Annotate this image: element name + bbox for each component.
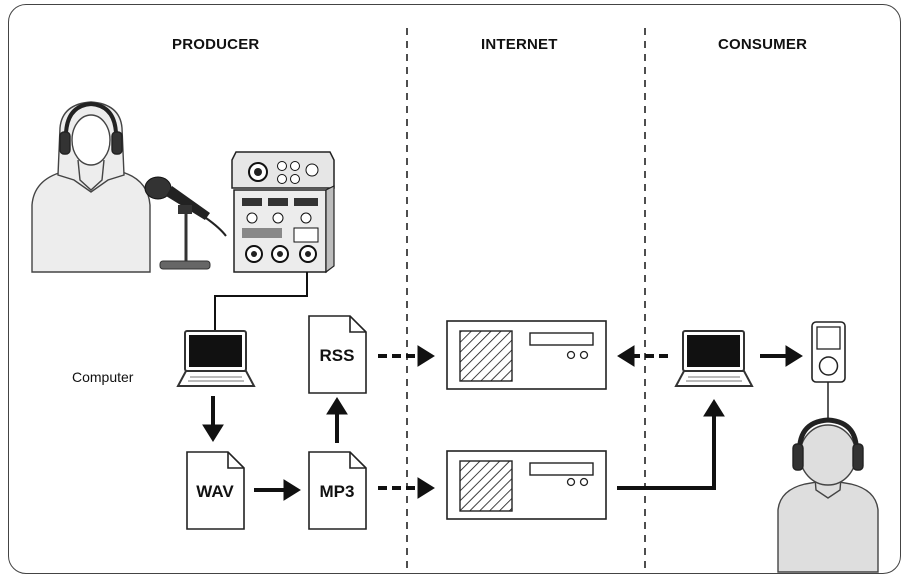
column-header-internet: INTERNET (481, 36, 558, 53)
wav-file-label: WAV (196, 482, 234, 501)
computer-label: Computer (72, 369, 134, 385)
producer-person-headphones-icon (31, 101, 151, 273)
arrow-icon (202, 345, 803, 501)
document-icon-mp3 (308, 451, 367, 530)
microphone-icon (144, 176, 227, 270)
diagram-frame (8, 4, 901, 574)
mp3-file-label: MP3 (319, 482, 355, 501)
laptop-icon (176, 330, 256, 387)
mixer-console-icon (231, 151, 335, 274)
server-icon-top (446, 320, 607, 390)
mp3-player-icon (811, 321, 846, 383)
laptop-icon-consumer (674, 330, 754, 387)
rss-file-label: RSS (319, 346, 355, 365)
column-header-producer: PRODUCER (172, 36, 260, 53)
consumer-person-headphones-icon (777, 417, 879, 573)
document-icon-wav (186, 451, 245, 530)
server-icon-bottom (446, 450, 607, 520)
column-header-consumer: CONSUMER (718, 36, 808, 53)
cable-mixer-to-computer (214, 272, 308, 332)
document-icon-rss (308, 315, 367, 394)
